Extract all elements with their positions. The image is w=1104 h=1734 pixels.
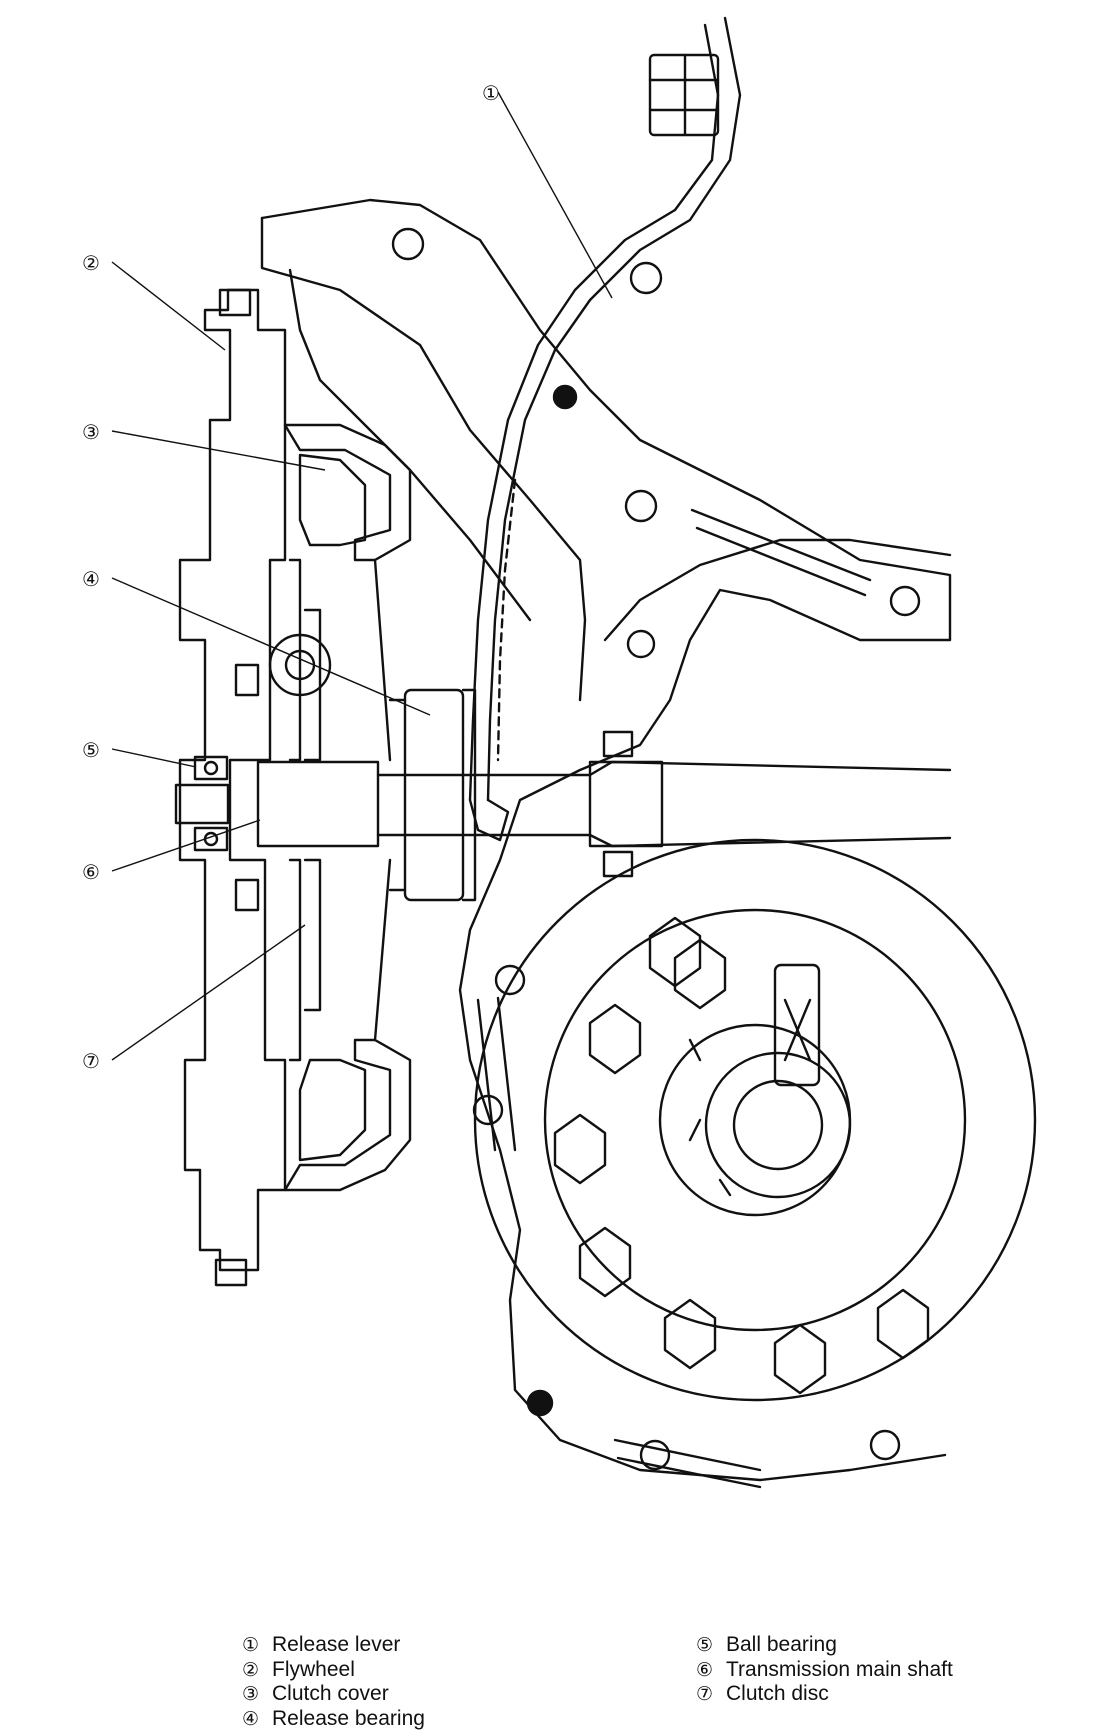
side-gear-teeth: [688, 1038, 732, 1197]
shaft-support-bearing: [588, 760, 664, 848]
ball-bearing-ball-upper: [203, 760, 219, 776]
flywheel: [178, 288, 287, 1272]
damper-spring-ring: [268, 633, 332, 697]
housing-left-web: [288, 268, 532, 622]
ring-gear-outer: [473, 838, 1037, 1402]
pinion-shaft-cross: [783, 998, 812, 1062]
dowel-pin-lower: [526, 1389, 554, 1417]
clutch-disc: [288, 558, 302, 1062]
housing-inner-line: [260, 216, 587, 702]
legend-label: Release lever: [272, 1633, 401, 1656]
housing-slot-left: [476, 996, 517, 1152]
leader-line-7: [111, 924, 306, 1061]
ring-gear-bolt-6: [773, 1323, 827, 1395]
release-bearing-sleeve: [388, 688, 477, 902]
housing-hole-7: [472, 1094, 504, 1126]
housing-hole-5: [889, 585, 921, 617]
housing-hole-9: [869, 1429, 901, 1461]
shaft-bearing-cap-lower: [602, 850, 634, 878]
pinion-shaft-key: [773, 963, 821, 1087]
leader-line-3: [111, 430, 326, 471]
ring-gear-bolt-7: [876, 1288, 930, 1360]
housing-slot-lower: [613, 1438, 762, 1489]
housing-hole-6: [494, 964, 526, 996]
flywheel-lower-tab: [214, 1258, 248, 1287]
release-lever-inner-edge: [468, 23, 720, 802]
legend-right: ⑤ Ball bearing ⑥ Transmission main shaft…: [696, 1633, 953, 1707]
legend-item-ball-bearing: ⑤ Ball bearing: [696, 1633, 953, 1658]
legend-item-transmission-main-shaft: ⑥ Transmission main shaft: [696, 1658, 953, 1683]
legend-number: ⑥: [696, 1658, 714, 1681]
clutch-cover: [283, 423, 412, 562]
legend-item-release-lever: ① Release lever: [242, 1633, 425, 1658]
callout-7: ⑦: [82, 1049, 100, 1073]
clutch-cover-lower: [283, 1038, 412, 1192]
release-bearing: [403, 688, 465, 902]
flywheel-bolt-lower: [234, 878, 260, 912]
ring-gear-bolt-2: [588, 1003, 642, 1075]
lever-dashed-guide: [496, 478, 517, 762]
callout-4: ④: [82, 567, 100, 591]
housing-hole-1: [391, 227, 425, 261]
transmission-housing-outline: [260, 198, 952, 1482]
clutch-disc-facing: [303, 608, 322, 1012]
diaphragm-spring: [373, 558, 392, 1042]
release-lever: [486, 16, 742, 802]
pressure-plate-upper: [298, 453, 367, 547]
housing-slot-upper: [690, 508, 872, 597]
flywheel-bolt-upper: [234, 663, 260, 697]
leader-line-5: [111, 748, 197, 768]
housing-hole-4: [626, 629, 656, 659]
ball-bearing-upper: [193, 755, 229, 781]
legend-label: Clutch disc: [726, 1682, 829, 1705]
legend-label: Transmission main shaft: [726, 1657, 953, 1681]
ring-gear-bolt-4: [578, 1226, 632, 1298]
differential-shaft-bore: [732, 1079, 824, 1171]
legend-number: ⑦: [696, 1683, 714, 1705]
housing-hole-3: [624, 489, 658, 523]
leader-line-4: [111, 577, 431, 716]
legend-number: ③: [242, 1683, 260, 1705]
differential-bearing: [704, 1051, 852, 1199]
ring-gear-bolt-1: [673, 938, 727, 1010]
pilot-bushing: [174, 783, 230, 825]
dowel-pin-upper: [552, 384, 578, 410]
ball-bearing-lower: [193, 826, 229, 852]
legend-label: Release bearing: [272, 1706, 425, 1730]
legend-label: Ball bearing: [726, 1633, 837, 1656]
pivot-bolt-detail: [648, 53, 720, 137]
callout-3: ③: [82, 420, 100, 444]
legend-item-clutch-cover: ③ Clutch cover: [242, 1682, 425, 1707]
callout-1: ①: [482, 81, 500, 105]
legend-number: ⑤: [696, 1634, 714, 1656]
ring-gear-bolt-8: [648, 916, 702, 988]
leader-line-6: [111, 819, 261, 872]
ring-gear-inner: [543, 908, 967, 1332]
legend-number: ①: [242, 1634, 260, 1656]
legend-number: ④: [242, 1707, 260, 1730]
legend-label: Clutch cover: [272, 1682, 389, 1705]
flywheel-upper-tab: [218, 288, 252, 317]
shaft-bearing-cap-upper: [602, 730, 634, 758]
callout-6: ⑥: [82, 860, 100, 884]
legend-item-clutch-disc: ⑦ Clutch disc: [696, 1682, 953, 1707]
legend-label: Flywheel: [272, 1657, 355, 1681]
legend-number: ②: [242, 1658, 260, 1681]
ring-gear-bolt-3: [553, 1113, 607, 1185]
legend-item-release-bearing: ④ Release bearing: [242, 1707, 425, 1732]
ring-gear-bolt-5: [663, 1298, 717, 1370]
housing-hole-8: [639, 1439, 671, 1471]
leader-line-1: [497, 91, 613, 299]
housing-hole-2: [629, 261, 663, 295]
legend-left: ① Release lever ② Flywheel ③ Clutch cove…: [242, 1633, 425, 1731]
housing-upper-flange: [603, 538, 952, 642]
callout-2: ②: [82, 251, 100, 275]
legend-item-flywheel: ② Flywheel: [242, 1658, 425, 1683]
clutch-hub: [256, 760, 380, 848]
pressure-plate-lower: [298, 1058, 367, 1162]
callout-5: ⑤: [82, 738, 100, 762]
leader-line-2: [111, 261, 226, 351]
